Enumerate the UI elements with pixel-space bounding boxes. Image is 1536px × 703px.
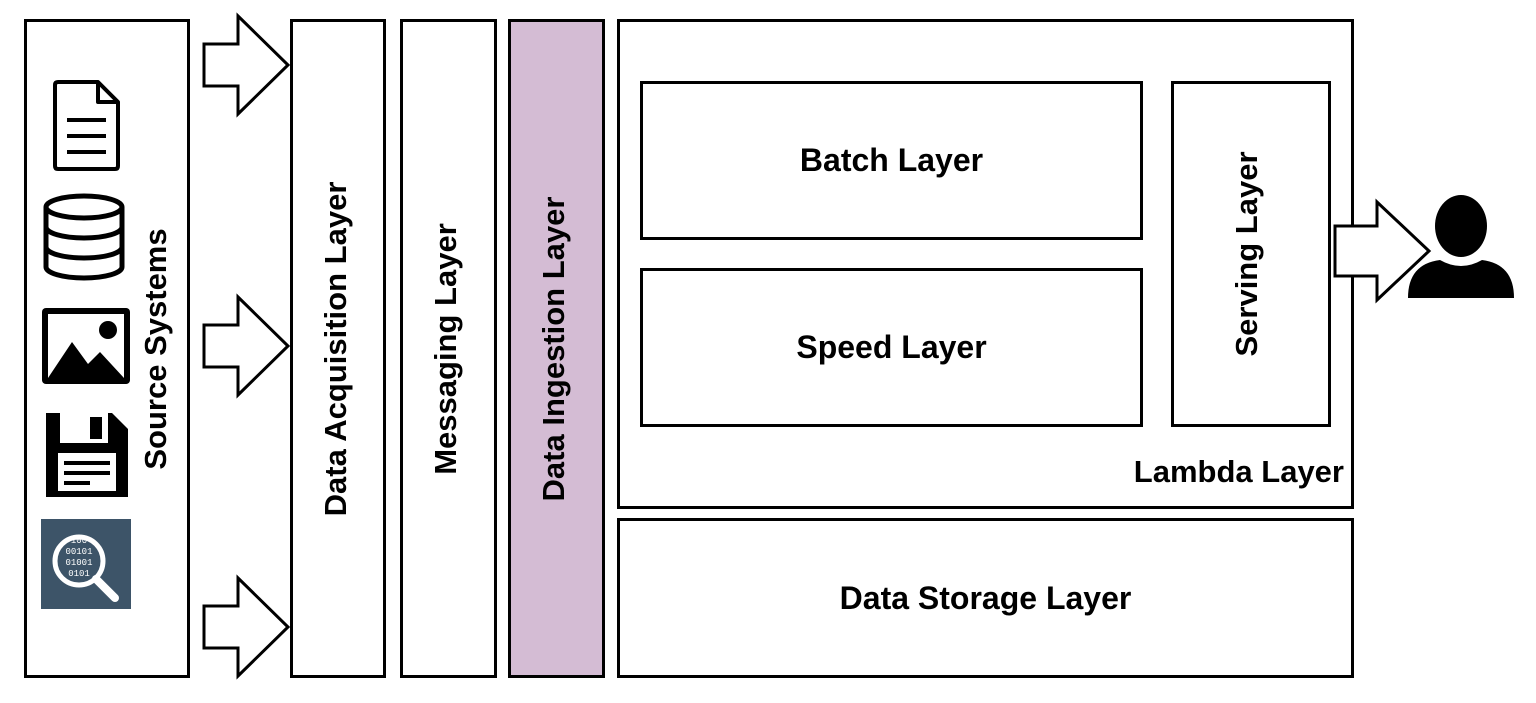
speed-layer: Speed Layer bbox=[640, 268, 1143, 427]
document-icon bbox=[53, 80, 120, 171]
data-search-digits-2: 00101 bbox=[65, 547, 92, 557]
messaging-layer-label: Messaging Layer bbox=[428, 223, 463, 475]
user-icon bbox=[1408, 195, 1514, 298]
data-ingestion-layer bbox=[508, 19, 605, 678]
data-search-digits-1: 100 bbox=[71, 536, 87, 546]
data-acquisition-layer bbox=[290, 19, 386, 678]
serving-layer bbox=[1171, 81, 1331, 427]
batch-layer: Batch Layer bbox=[640, 81, 1143, 240]
data-storage-layer: Data Storage Layer bbox=[617, 518, 1354, 678]
batch-layer-label: Batch Layer bbox=[799, 142, 984, 178]
data-ingestion-layer-label: Data Ingestion Layer bbox=[536, 196, 571, 502]
arrow-right-icon bbox=[202, 12, 291, 118]
arrow-right-icon bbox=[1333, 198, 1432, 304]
arrow-right-icon bbox=[202, 293, 291, 399]
floppy-disk-icon bbox=[46, 413, 128, 497]
messaging-layer bbox=[400, 19, 497, 678]
arrow-right-icon bbox=[202, 574, 291, 680]
data-search-digits-3: 01001 bbox=[65, 558, 92, 568]
lambda-layer-label: Lambda Layer bbox=[1133, 454, 1344, 489]
database-icon bbox=[43, 193, 125, 281]
serving-layer-label: Serving Layer bbox=[1229, 151, 1264, 357]
speed-layer-label: Speed Layer bbox=[796, 329, 987, 365]
data-search-icon: 100 00101 01001 0101 bbox=[41, 519, 131, 609]
data-storage-layer-label: Data Storage Layer bbox=[839, 579, 1132, 616]
image-icon bbox=[42, 308, 130, 384]
data-search-digits-4: 0101 bbox=[68, 569, 90, 579]
source-systems-label: Source Systems bbox=[138, 228, 173, 470]
data-acquisition-layer-label: Data Acquisition Layer bbox=[318, 181, 353, 517]
